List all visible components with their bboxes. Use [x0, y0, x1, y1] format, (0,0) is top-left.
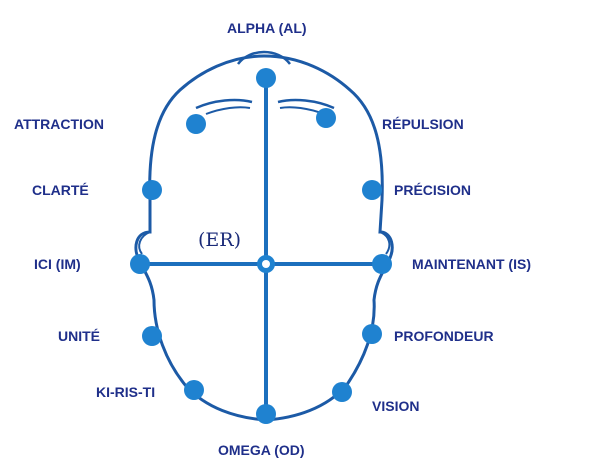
dot-unite	[142, 326, 162, 346]
label-attraction: ATTRACTION	[14, 116, 104, 132]
dot-alpha	[256, 68, 276, 88]
crown-bump	[238, 52, 290, 64]
dot-precision	[362, 180, 382, 200]
label-maintenant: MAINTENANT (IS)	[412, 256, 531, 272]
dot-ici	[130, 254, 150, 274]
label-ici: ICI (IM)	[34, 256, 81, 272]
label-kiristi: KI-RIS-TI	[96, 384, 155, 400]
label-omega: OMEGA (OD)	[218, 442, 305, 458]
brow-left-inner	[206, 107, 250, 114]
dot-maintenant	[372, 254, 392, 274]
dot-attraction	[186, 114, 206, 134]
label-repulsion: RÉPULSION	[382, 116, 464, 132]
label-precision: PRÉCISION	[394, 182, 471, 198]
dot-clarte	[142, 180, 162, 200]
dot-omega	[256, 404, 276, 424]
label-alpha: ALPHA (AL)	[227, 20, 307, 36]
dot-center-inner	[262, 260, 270, 268]
dot-vision	[332, 382, 352, 402]
label-center: (ER)	[198, 230, 241, 250]
label-profondeur: PROFONDEUR	[394, 328, 494, 344]
label-unite: UNITÉ	[58, 328, 100, 344]
label-clarte: CLARTÉ	[32, 182, 89, 198]
dot-repulsion	[316, 108, 336, 128]
label-vision: VISION	[372, 398, 419, 414]
dot-profondeur	[362, 324, 382, 344]
dot-kiristi	[184, 380, 204, 400]
